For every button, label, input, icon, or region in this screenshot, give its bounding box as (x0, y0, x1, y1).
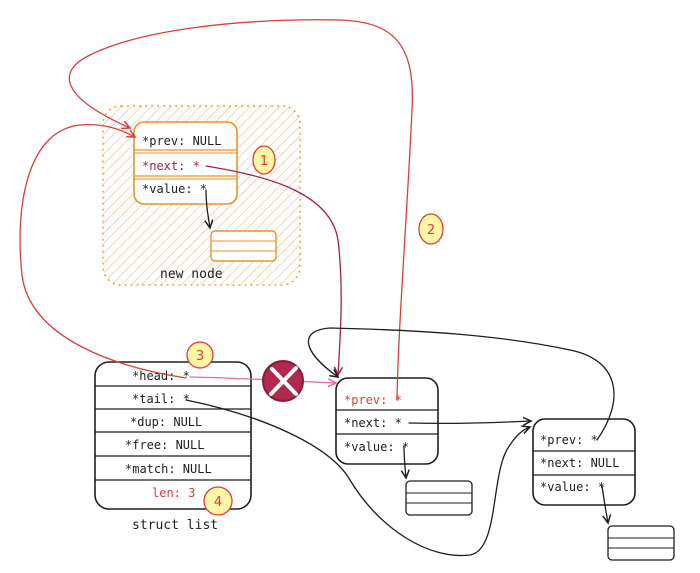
badges: 1 2 3 4 (186, 145, 444, 516)
badge-3-label: 3 (196, 349, 204, 364)
new-node-prev-field: *prev: NULL (142, 134, 221, 148)
struct-list-group: *head: * *tail: * *dup: NULL *free: NULL… (94, 361, 252, 533)
node-a-next-field: *next: * (344, 416, 402, 430)
arrow-node-a-next (408, 421, 531, 423)
node-a-value-block (405, 480, 473, 516)
new-node-caption: new node (160, 267, 223, 282)
new-node-value-block (210, 230, 277, 262)
node-a-value-field: *value: * (344, 440, 409, 454)
node-b-prev-field: *prev: * (540, 433, 598, 447)
node-a-prev-field: *prev: * (344, 393, 402, 407)
struct-list-free-field: *free: NULL (125, 438, 204, 452)
arrow-step-3 (19, 124, 187, 379)
node-b-value-field: *value: * (540, 480, 605, 494)
struct-list-dup-field: *dup: NULL (130, 415, 202, 429)
arrow-step-1 (205, 165, 341, 375)
new-node-next-field: *next: * (142, 159, 200, 173)
struct-list-caption: struct list (132, 518, 218, 533)
arrow-node-a-value (404, 445, 406, 478)
badge-2-label: 2 (427, 223, 435, 238)
arrow-tail (185, 399, 530, 557)
badge-4: 4 (203, 486, 233, 516)
badge-3: 3 (186, 341, 214, 369)
new-node-group: *prev: NULL *next: * *value: * new node (102, 105, 301, 286)
badge-4-label: 4 (214, 495, 222, 510)
struct-list-box (94, 361, 252, 510)
struct-list-tail-field: *tail: * (132, 392, 190, 406)
new-node-box (133, 121, 238, 205)
struct-list-match-field: *match: NULL (125, 462, 212, 476)
struct-list-head-field: *head: * (132, 369, 190, 383)
cross-out-icon (262, 360, 304, 402)
arrow-node-b-value (601, 485, 608, 523)
node-a-group: *prev: * *next: * *value: * (335, 377, 473, 516)
badge-1: 1 (252, 145, 276, 175)
node-b-value-block (607, 525, 675, 561)
node-b-next-field: *next: NULL (540, 456, 619, 470)
arrow-new-node-value (206, 189, 210, 228)
arrow-node-b-prev (307, 327, 615, 441)
new-node-value-field: *value: * (142, 182, 207, 196)
struct-list-len-field: len: 3 (152, 486, 195, 500)
node-b-box (532, 418, 636, 506)
node-a-box (335, 377, 439, 465)
badge-1-label: 1 (260, 154, 268, 169)
node-b-group: *prev: * *next: NULL *value: * (532, 418, 675, 561)
arrows (19, 19, 615, 557)
badge-2: 2 (418, 213, 444, 245)
arrow-step-2 (68, 19, 414, 401)
